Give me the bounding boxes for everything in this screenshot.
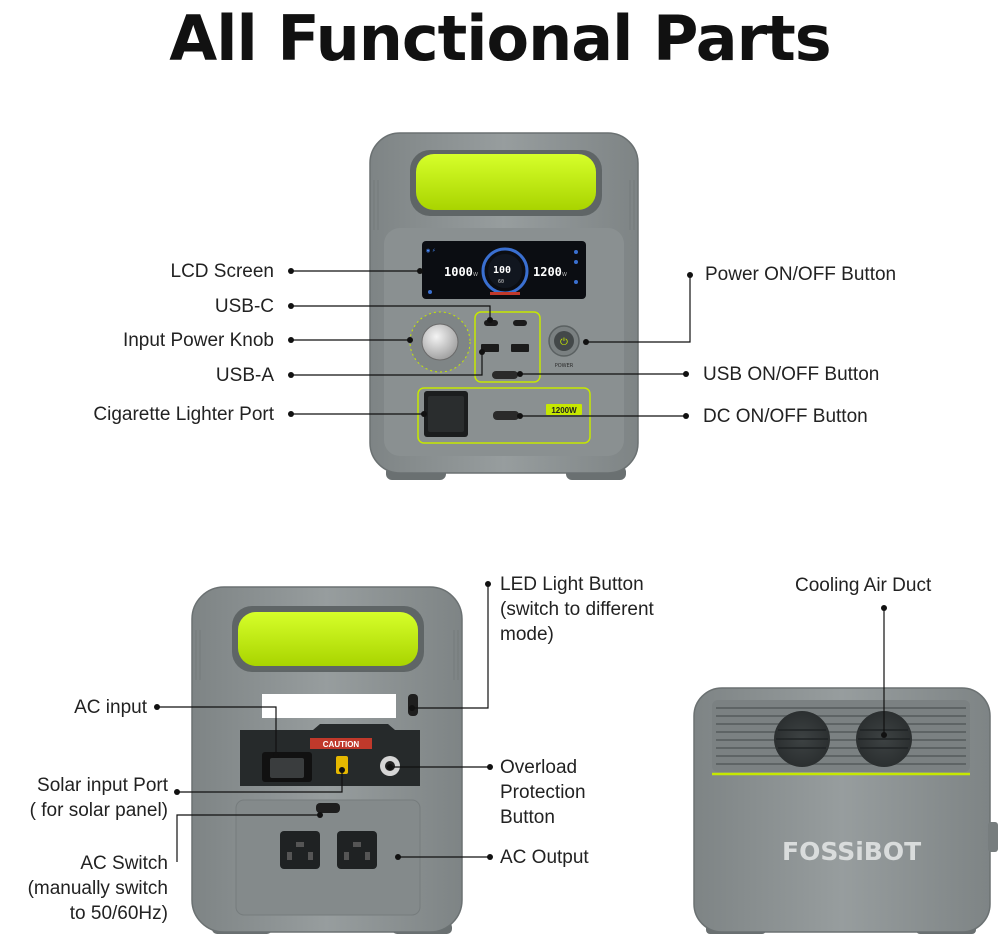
side-brand: FOSSiBOT (782, 837, 921, 866)
label-solar-input: Solar input Port ( for solar panel) (30, 773, 168, 823)
label-power-button: Power ON/OFF Button (705, 264, 897, 285)
ac-outlet-1-icon (280, 831, 320, 869)
label-led-button: LED Light Button (switch to different mo… (500, 572, 654, 647)
leader-lines (157, 270, 885, 862)
caution-label: CAUTION (323, 740, 360, 749)
ac-switch-icon (316, 803, 340, 813)
label-ac-switch-line1: AC Switch (80, 853, 168, 874)
label-ac-input: AC input (74, 697, 147, 718)
label-cooling-air-duct: Cooling Air Duct (795, 575, 932, 596)
leader-dots (154, 268, 887, 860)
label-ac-switch-line2: (manually switch (27, 878, 168, 899)
label-led-line3: mode) (500, 624, 554, 645)
solar-input-port-icon (336, 756, 348, 774)
label-solar-line1: Solar input Port (37, 775, 168, 796)
usb-switch-icon (492, 371, 518, 379)
lcd-center-sub: 60 (498, 279, 504, 285)
front-handle-icon (416, 154, 596, 210)
label-ac-switch: AC Switch (manually switch to 50/60Hz) (28, 851, 168, 926)
ac-outlet-2-icon (337, 831, 377, 869)
svg-text:W: W (473, 272, 478, 278)
svg-text:◉ ⚡: ◉ ⚡ (426, 248, 436, 254)
input-power-knob-icon (409, 311, 471, 373)
label-overload-line1: Overload (500, 757, 578, 778)
lcd-input-value: 1000 (444, 265, 473, 279)
label-dc-button: DC ON/OFF Button (703, 406, 868, 427)
lcd-output-value: 1200 (533, 265, 562, 279)
page-title: All Functional Parts (169, 2, 831, 75)
label-led-line2: (switch to different (500, 599, 654, 620)
lcd-center-value: 100 (493, 265, 511, 276)
back-handle-icon (238, 612, 418, 666)
label-solar-line2: ( for solar panel) (29, 800, 168, 821)
front-badge: 1200W (551, 406, 577, 415)
label-ac-switch-line3: to 50/60Hz) (69, 903, 168, 924)
usb-a-port-icon (481, 344, 499, 352)
dc-switch-icon (493, 411, 519, 420)
label-overload-line2: Protection (500, 782, 586, 803)
svg-text:⏻: ⏻ (560, 337, 568, 348)
label-lcd-screen: LCD Screen (170, 261, 275, 282)
label-led-line1: LED Light Button (500, 574, 644, 595)
side-unit: FOSSiBOT (693, 687, 998, 934)
usb-c-port-2-icon (513, 320, 527, 326)
label-input-power-knob: Input Power Knob (122, 330, 274, 351)
usb-a-port-2-icon (511, 344, 529, 352)
label-usb-button: USB ON/OFF Button (703, 364, 880, 385)
label-usb-c: USB-C (214, 296, 274, 317)
label-usb-a: USB-A (215, 365, 274, 386)
led-button-icon (408, 694, 418, 716)
label-overload-line3: Button (500, 807, 555, 828)
power-label: POWER (555, 363, 574, 369)
svg-text:W: W (562, 272, 567, 278)
back-unit: CAUTION (191, 586, 463, 934)
label-cigarette-lighter-port: Cigarette Lighter Port (93, 404, 274, 425)
label-overload-button: Overload Protection Button (500, 755, 586, 830)
front-unit: ◉ ⚡ 1000 W 100 60 1200 W ⏻ POWER (369, 132, 639, 480)
label-ac-output: AC Output (500, 847, 589, 868)
